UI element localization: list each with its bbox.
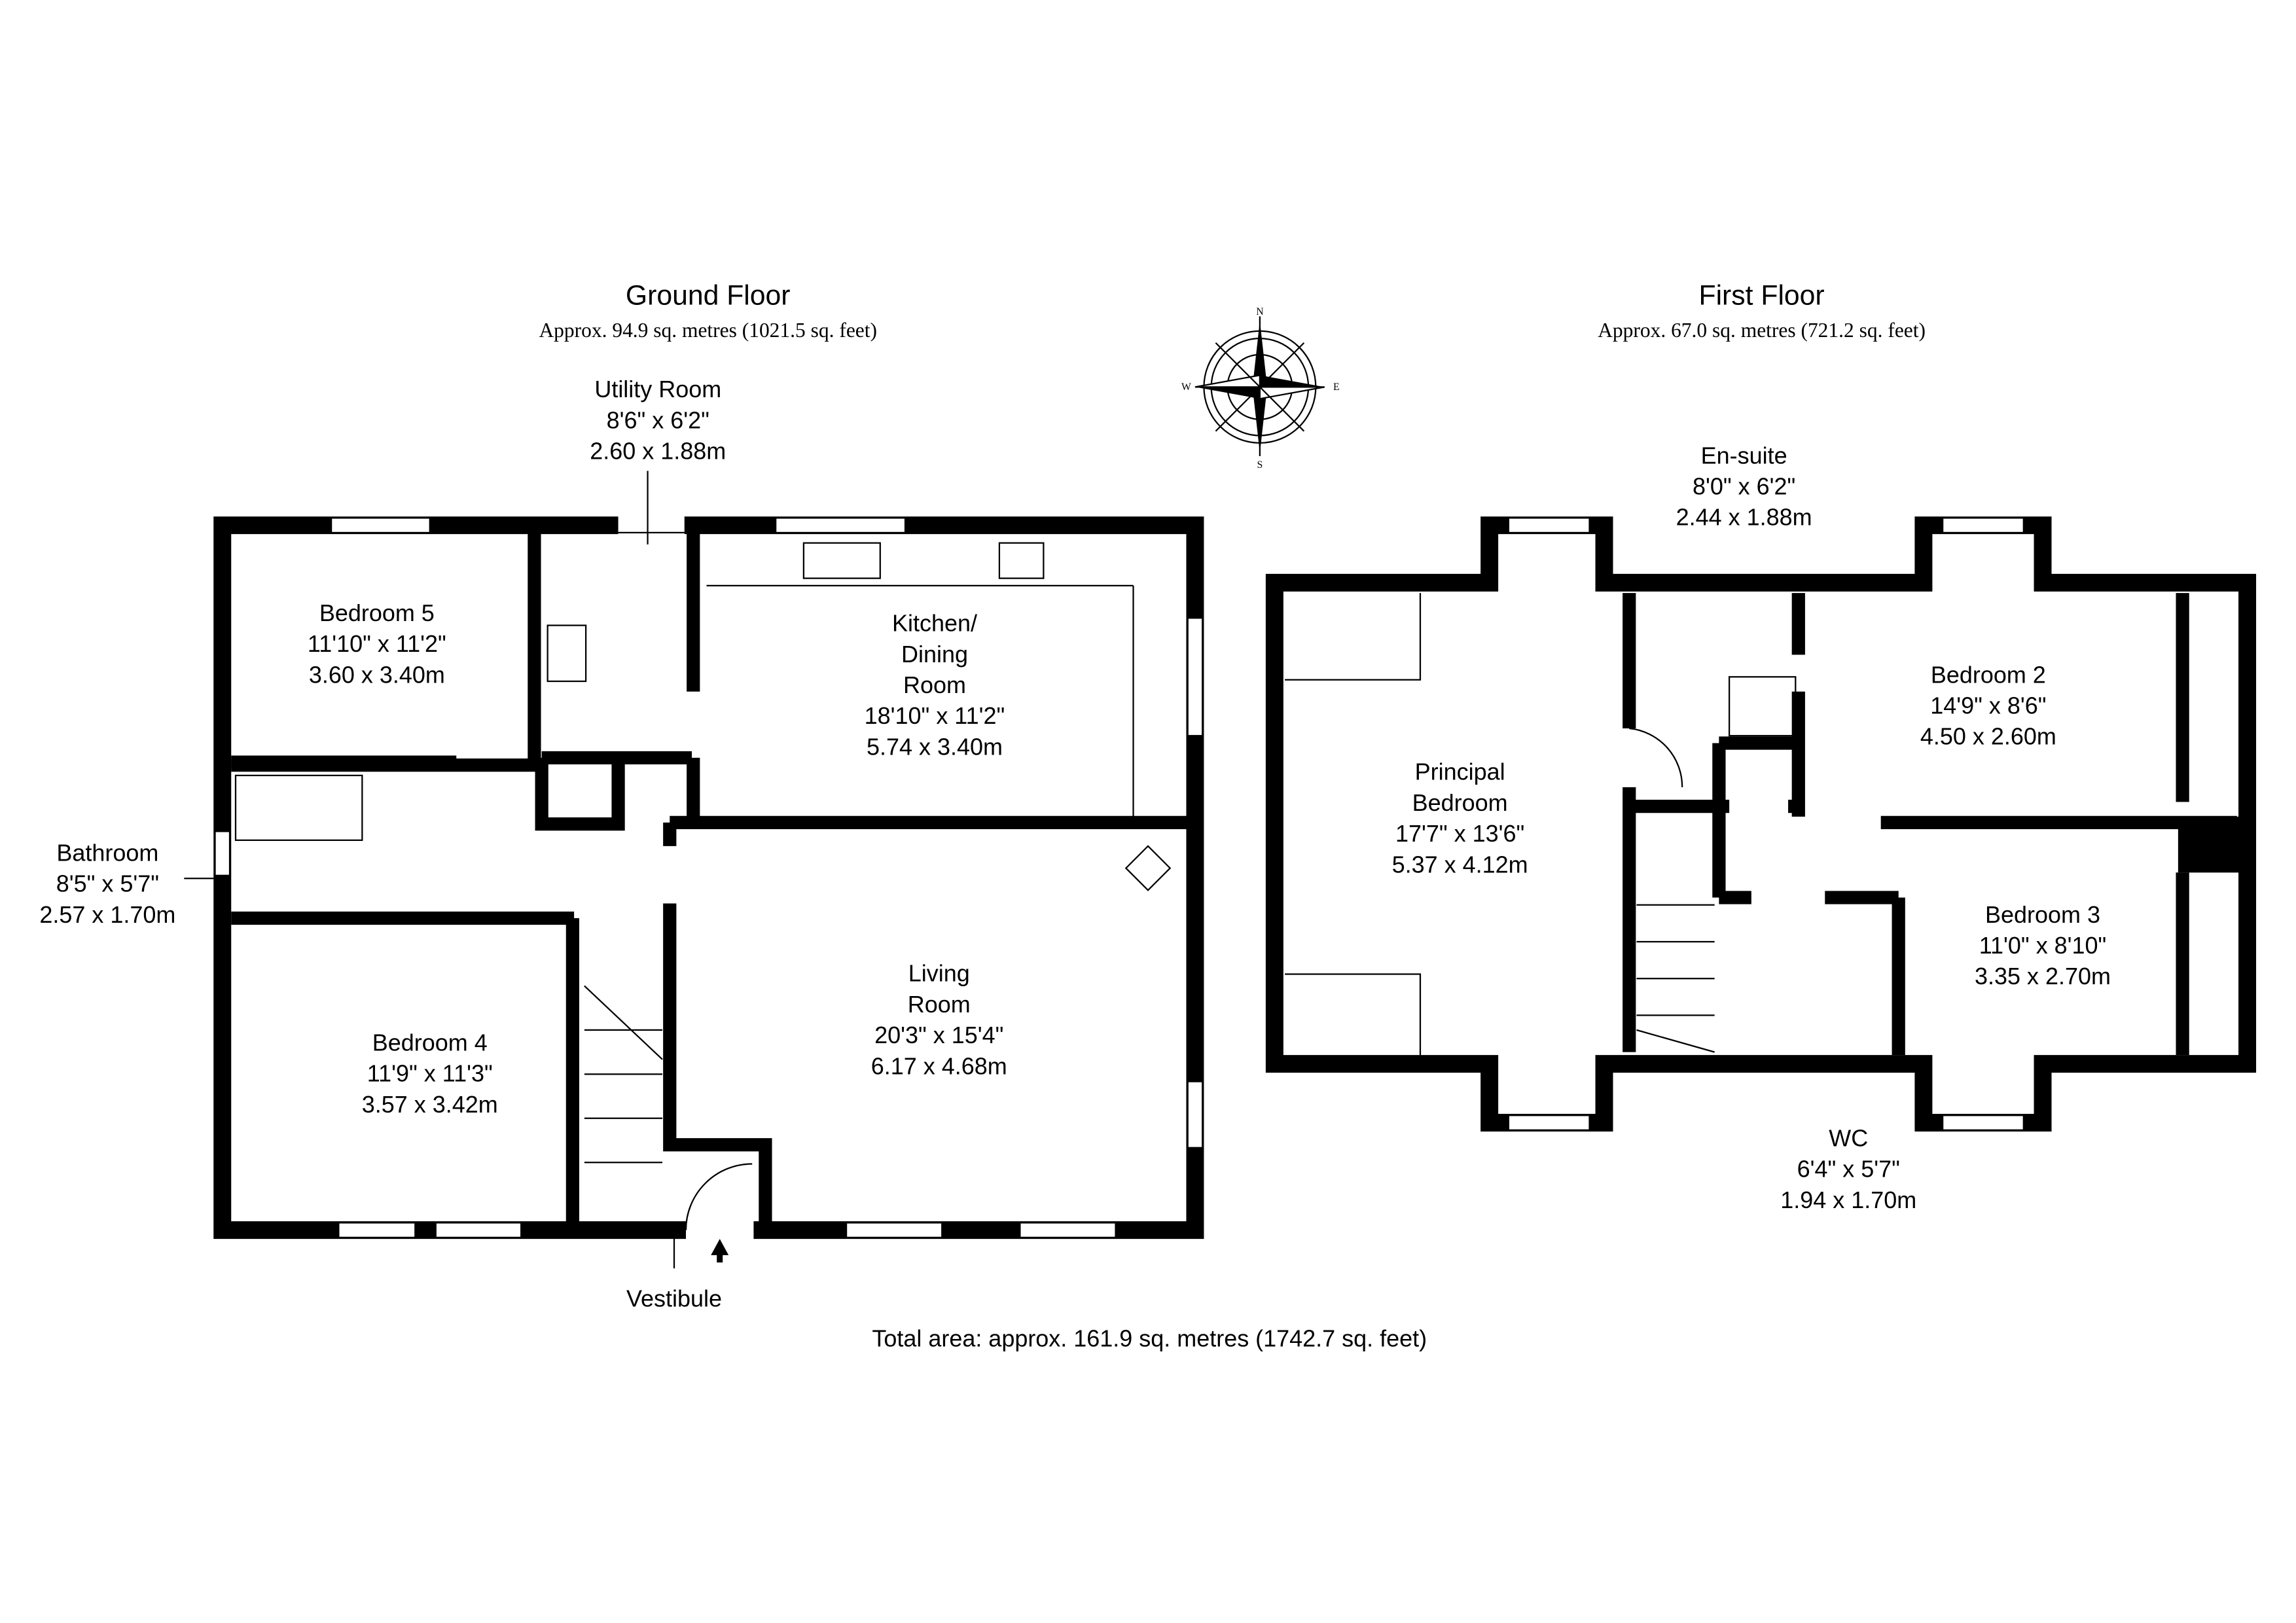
svg-text:E: E: [1333, 382, 1340, 393]
room-label-living-room: Living Room 20'3" x 15'4" 6.17 x 4.68m: [871, 960, 1007, 1080]
svg-text:Room: Room: [908, 991, 971, 1018]
first-floor-title: First Floor: [1699, 279, 1825, 311]
ground-floor-area: Approx. 94.9 sq. metres (1021.5 sq. feet…: [539, 319, 877, 342]
svg-text:Utility Room: Utility Room: [594, 376, 721, 402]
svg-text:N: N: [1256, 306, 1263, 317]
svg-text:11'9" x 11'3": 11'9" x 11'3": [367, 1060, 493, 1087]
svg-text:6'4" x 5'7": 6'4" x 5'7": [1797, 1156, 1900, 1183]
svg-text:3.35 x 2.70m: 3.35 x 2.70m: [1975, 963, 2111, 990]
room-label-bedroom-2: Bedroom 2 14'9" x 8'6" 4.50 x 2.60m: [1920, 661, 2056, 749]
svg-text:8'0" x 6'2": 8'0" x 6'2": [1693, 473, 1795, 499]
svg-text:Bedroom 4: Bedroom 4: [372, 1029, 488, 1056]
first-floor-area: Approx. 67.0 sq. metres (721.2 sq. feet): [1598, 319, 1926, 342]
svg-text:En-suite: En-suite: [1701, 442, 1787, 469]
svg-text:2.44 x 1.88m: 2.44 x 1.88m: [1676, 504, 1812, 531]
svg-text:11'0" x 8'10": 11'0" x 8'10": [1979, 932, 2107, 959]
svg-text:17'7" x 13'6": 17'7" x 13'6": [1395, 820, 1524, 847]
svg-text:4.50 x 2.60m: 4.50 x 2.60m: [1920, 723, 2056, 750]
svg-text:Bedroom 2: Bedroom 2: [1931, 661, 2046, 688]
room-label-utility: Utility Room 8'6" x 6'2" 2.60 x 1.88m: [590, 376, 726, 464]
svg-text:8'5" x 5'7": 8'5" x 5'7": [56, 870, 159, 897]
room-label-wc: WC 6'4" x 5'7" 1.94 x 1.70m: [1780, 1125, 1916, 1213]
first-floor-plan: [1265, 516, 2257, 1132]
svg-text:Room: Room: [903, 671, 966, 698]
svg-text:11'10" x 11'2": 11'10" x 11'2": [308, 630, 446, 657]
svg-text:Bathroom: Bathroom: [56, 839, 158, 866]
svg-text:3.57 x 3.42m: 3.57 x 3.42m: [362, 1091, 498, 1118]
svg-text:3.60 x 3.40m: 3.60 x 3.40m: [309, 661, 445, 688]
svg-text:Kitchen/: Kitchen/: [892, 610, 977, 637]
svg-text:Principal: Principal: [1415, 758, 1505, 785]
room-label-bedroom-5: Bedroom 5 11'10" x 11'2" 3.60 x 3.40m: [308, 599, 446, 688]
room-label-vestibule: Vestibule: [626, 1285, 722, 1312]
svg-text:2.60 x 1.88m: 2.60 x 1.88m: [590, 438, 726, 465]
svg-text:8'6" x 6'2": 8'6" x 6'2": [607, 406, 709, 433]
svg-text:1.94 x 1.70m: 1.94 x 1.70m: [1780, 1186, 1916, 1213]
ground-floor-plan: [184, 471, 1204, 1269]
svg-text:S: S: [1257, 459, 1263, 471]
svg-text:Bedroom 5: Bedroom 5: [319, 599, 435, 626]
room-label-kitchen-dining: Kitchen/ Dining Room 18'10" x 11'2" 5.74…: [865, 610, 1005, 760]
compass-rose-icon: N S E W: [1181, 306, 1340, 471]
svg-text:2.57 x 1.70m: 2.57 x 1.70m: [39, 901, 175, 928]
svg-text:WC: WC: [1829, 1125, 1868, 1152]
svg-text:W: W: [1181, 382, 1191, 393]
svg-text:Dining: Dining: [901, 641, 968, 668]
room-label-bedroom-4: Bedroom 4 11'9" x 11'3" 3.57 x 3.42m: [362, 1029, 498, 1117]
room-label-bedroom-3: Bedroom 3 11'0" x 8'10" 3.35 x 2.70m: [1975, 901, 2111, 990]
svg-text:5.37 x 4.12m: 5.37 x 4.12m: [1392, 851, 1528, 878]
room-label-bathroom: Bathroom 8'5" x 5'7" 2.57 x 1.70m: [39, 839, 175, 927]
svg-text:6.17 x 4.68m: 6.17 x 4.68m: [871, 1052, 1007, 1079]
svg-text:Bedroom 3: Bedroom 3: [1985, 901, 2100, 928]
svg-text:5.74 x 3.40m: 5.74 x 3.40m: [867, 733, 1003, 760]
svg-text:Bedroom: Bedroom: [1412, 789, 1508, 816]
svg-text:20'3" x 15'4": 20'3" x 15'4": [874, 1022, 1003, 1048]
total-area: Total area: approx. 161.9 sq. metres (17…: [872, 1325, 1427, 1351]
room-label-en-suite: En-suite 8'0" x 6'2" 2.44 x 1.88m: [1676, 442, 1812, 530]
svg-text:Living: Living: [908, 960, 970, 987]
room-label-principal-bedroom: Principal Bedroom 17'7" x 13'6" 5.37 x 4…: [1392, 758, 1528, 878]
svg-text:14'9" x 8'6": 14'9" x 8'6": [1930, 692, 2046, 719]
svg-text:18'10" x 11'2": 18'10" x 11'2": [865, 702, 1005, 729]
ground-floor-title: Ground Floor: [626, 279, 791, 311]
